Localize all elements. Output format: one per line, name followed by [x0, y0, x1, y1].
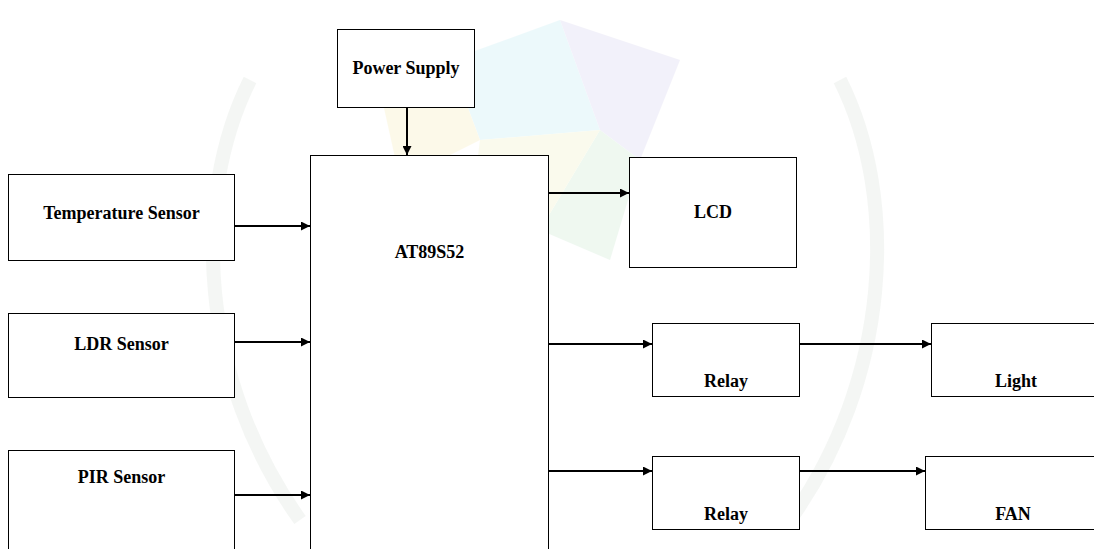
- power-box: Power Supply: [337, 29, 475, 108]
- signal-arrow: [235, 341, 310, 343]
- sensor-box: LDR Sensor: [8, 313, 235, 398]
- relay-box: Relay: [652, 456, 800, 530]
- box-label: LDR Sensor: [74, 334, 169, 355]
- load-box: FAN: [925, 456, 1094, 530]
- signal-arrow: [406, 108, 408, 155]
- signal-arrow: [800, 343, 931, 345]
- box-label: Temperature Sensor: [43, 203, 200, 224]
- signal-arrow: [549, 470, 652, 472]
- signal-arrow: [549, 343, 652, 345]
- load-box: Light: [931, 323, 1094, 397]
- signal-arrow: [235, 225, 310, 227]
- sensor-box: Temperature Sensor: [8, 174, 235, 261]
- box-label: Power Supply: [352, 58, 459, 79]
- box-label: Relay: [704, 504, 748, 525]
- signal-arrow: [235, 494, 310, 496]
- box-label: PIR Sensor: [78, 467, 166, 488]
- signal-arrow: [800, 470, 925, 472]
- microcontroller-box: AT89S52: [310, 155, 549, 549]
- signal-arrow: [549, 192, 629, 194]
- display-box: LCD: [629, 157, 797, 268]
- sensor-box: PIR Sensor: [8, 450, 235, 549]
- relay-box: Relay: [652, 323, 800, 397]
- box-label: FAN: [995, 504, 1031, 525]
- box-label: Relay: [704, 371, 748, 392]
- box-label: Light: [995, 371, 1037, 392]
- box-label: AT89S52: [395, 242, 465, 263]
- box-label: LCD: [694, 202, 732, 223]
